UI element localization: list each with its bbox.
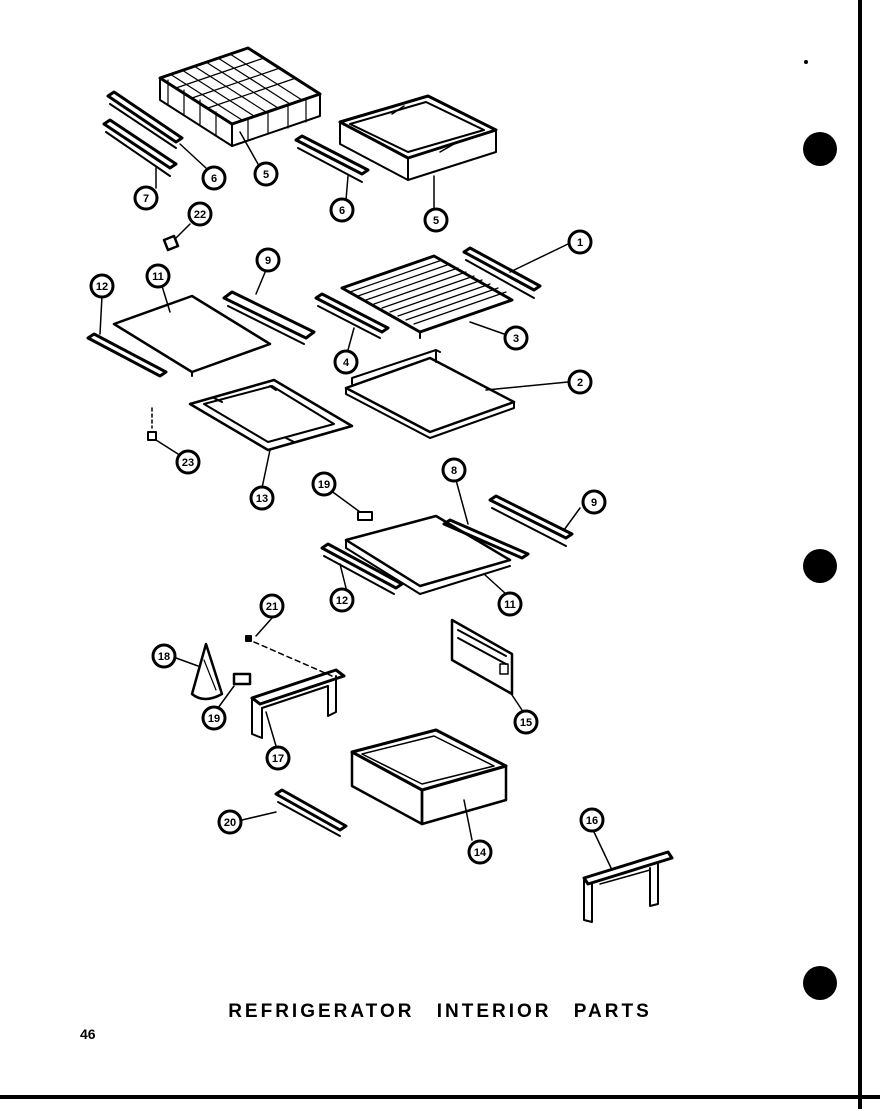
callout-label: 19 [318,479,330,491]
callout-label: 16 [586,815,598,827]
callout-23 [175,449,201,475]
callout-label: 14 [474,847,487,859]
callouts [89,161,607,865]
part-strip-8 [442,518,530,560]
part-rail-20 [274,788,348,837]
part-clip-19-upper [357,511,373,521]
callout-label: 18 [158,651,170,663]
part-rail-1 [462,246,542,299]
callout-label: 23 [182,457,194,469]
callout-label: 5 [433,215,439,227]
part-cover-18 [190,642,224,701]
callout-11 [497,591,523,617]
callout-19 [311,471,337,497]
part-bracket-9-upper [222,290,316,345]
callout-4 [333,349,359,375]
callout-label: 6 [339,205,345,217]
callout-21 [259,593,285,619]
part-screw-21 [245,635,333,677]
callout-label: 4 [343,357,350,369]
callout-18 [151,643,177,669]
callout-label: 8 [451,465,457,477]
callout-label: 17 [272,753,284,765]
callout-14 [467,839,493,865]
callout-11 [145,263,171,289]
callout-6 [201,165,227,191]
callout-9 [581,489,607,515]
callout-16 [579,807,605,833]
callout-label: 19 [208,713,220,725]
part-clip-22 [162,234,180,252]
part-bracket-9-lower [488,494,574,547]
callout-6 [329,197,355,223]
part-strip-12-lower [320,542,404,595]
part-shelf-frame-13 [188,378,354,452]
part-glass-shelf-11-lower [344,514,512,595]
callout-17 [265,745,291,771]
part-wire-basket [158,46,322,147]
callout-5 [253,161,279,187]
part-screw-23 [147,407,157,441]
leader-lines [99,131,613,871]
callout-7 [133,185,159,211]
part-glass-shelf-11-upper [112,294,272,377]
page-edge-right [858,0,862,1109]
callout-label: 3 [513,333,519,345]
callout-1 [567,229,593,255]
callout-label: 11 [152,271,164,283]
part-rail-6-middle [294,134,370,183]
callout-19 [201,705,227,731]
page-edge-bottom [0,1095,880,1099]
part-rail-4 [314,292,390,339]
binder-hole-middle [803,549,837,583]
callout-9 [255,247,281,273]
callout-5 [423,207,449,233]
page-number: 46 [80,1026,96,1042]
callout-label: 6 [211,173,217,185]
callout-13 [249,485,275,511]
callout-12 [329,587,355,613]
callout-label: 12 [96,281,108,293]
callout-label: 9 [265,255,271,267]
callout-12 [89,273,115,299]
callout-3 [503,325,529,351]
part-wire-shelf-3 [340,254,514,339]
callout-label: 20 [224,817,236,829]
callout-2 [567,369,593,395]
callout-label: 22 [194,209,206,221]
callout-label: 21 [266,601,278,613]
callout-label: 11 [504,599,516,611]
part-crisper-pan [338,94,498,181]
part-strip-12-left [86,332,168,378]
callout-label: 1 [577,237,583,249]
callout-22 [187,201,213,227]
callout-labels: 6 5 7 6 5 22 1 12 11 9 3 4 2 23 13 19 8 … [96,169,598,859]
scan-speck [804,60,808,64]
binder-hole-bottom [803,966,837,1000]
part-clip-19-lower [232,672,252,686]
part-shelf-frame-2 [344,349,516,439]
callout-label: 15 [520,717,532,729]
part-frame-16 [582,850,674,923]
part-bracket-17 [250,668,346,739]
part-door-panel-15 [450,618,514,696]
callout-label: 13 [256,493,268,505]
binder-hole-top [803,132,837,166]
callout-15 [513,709,539,735]
callout-label: 9 [591,497,597,509]
part-rails-left [102,90,184,177]
diagram-title: REFRIGERATOR INTERIOR PARTS [228,1001,652,1022]
callout-label: 12 [336,595,348,607]
part-drawer-14 [350,728,508,826]
callout-label: 2 [577,377,583,389]
callout-20 [217,809,243,835]
callout-label: 5 [263,169,269,181]
callout-label: 7 [143,193,149,205]
callout-8 [441,457,467,483]
